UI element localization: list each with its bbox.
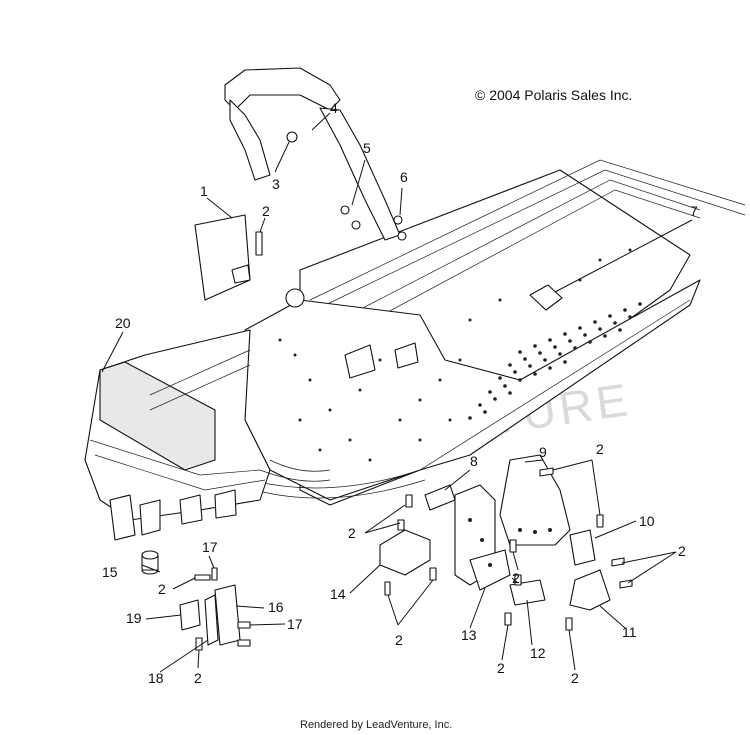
callout-18: 18 (148, 670, 164, 686)
callout-11: 11 (622, 624, 637, 640)
callout-5: 5 (363, 140, 371, 156)
callout-19: 19 (126, 610, 142, 626)
callout-2: 2 (348, 525, 356, 541)
tab-8 (424, 484, 456, 511)
nut-6b (397, 231, 407, 241)
screws-2 (194, 467, 633, 651)
bracket-12 (509, 579, 546, 606)
callout-1: 1 (200, 183, 208, 199)
screw-2-top (255, 231, 263, 256)
rivet-holes (278, 248, 632, 462)
callout-15: 15 (102, 564, 118, 580)
callout-2: 2 (395, 632, 403, 648)
callout-2: 2 (158, 581, 166, 597)
callout-6: 6 (400, 169, 408, 185)
callout-9: 9 (539, 444, 547, 460)
bracket-10 (569, 529, 596, 566)
callout-13: 13 (461, 627, 477, 643)
callout-2: 2 (497, 660, 505, 676)
callout-2: 2 (678, 543, 686, 559)
callout-2: 2 (596, 441, 604, 457)
callout-16: 16 (268, 599, 284, 615)
callout-8: 8 (470, 453, 478, 469)
bracket-18 (204, 594, 219, 646)
callout-17: 17 (202, 539, 218, 555)
bolt-5a (340, 205, 350, 215)
nut-6a (393, 215, 403, 225)
mount-bracket-13 (454, 484, 511, 591)
bolt-5b (351, 220, 361, 230)
callout-2: 2 (262, 203, 270, 219)
callout-14: 14 (330, 586, 346, 602)
tread-holes (468, 302, 642, 420)
callout-10: 10 (639, 513, 655, 529)
front-bumper (224, 67, 401, 241)
front-frame (84, 329, 331, 541)
footer-text: Rendered by LeadVenture, Inc. (300, 719, 452, 731)
callout-4: 4 (330, 100, 338, 116)
decal-label (194, 214, 251, 301)
clip-7 (529, 284, 563, 311)
plate-19 (179, 599, 201, 631)
callout-3: 3 (272, 176, 280, 192)
callout-2: 2 (194, 670, 202, 686)
callout-2: 2 (512, 570, 520, 586)
callout-2: 2 (571, 670, 579, 686)
callout-7: 7 (690, 203, 698, 219)
leader-lines (101, 112, 693, 673)
bolt-3 (286, 131, 298, 143)
bracket-14 (379, 529, 431, 576)
chassis-tunnel (244, 159, 746, 506)
bracket-11 (569, 569, 611, 611)
bracket-16 (214, 584, 241, 646)
callout-20: 20 (115, 315, 131, 331)
callout-12: 12 (530, 645, 546, 661)
copyright-text: © 2004 Polaris Sales Inc. (475, 87, 632, 103)
callout-17: 17 (287, 616, 303, 632)
callouts: 1 2 3 4 5 6 7 20 9 2 8 2 10 17 15 2 14 2… (102, 100, 698, 686)
cover-9 (499, 454, 571, 546)
